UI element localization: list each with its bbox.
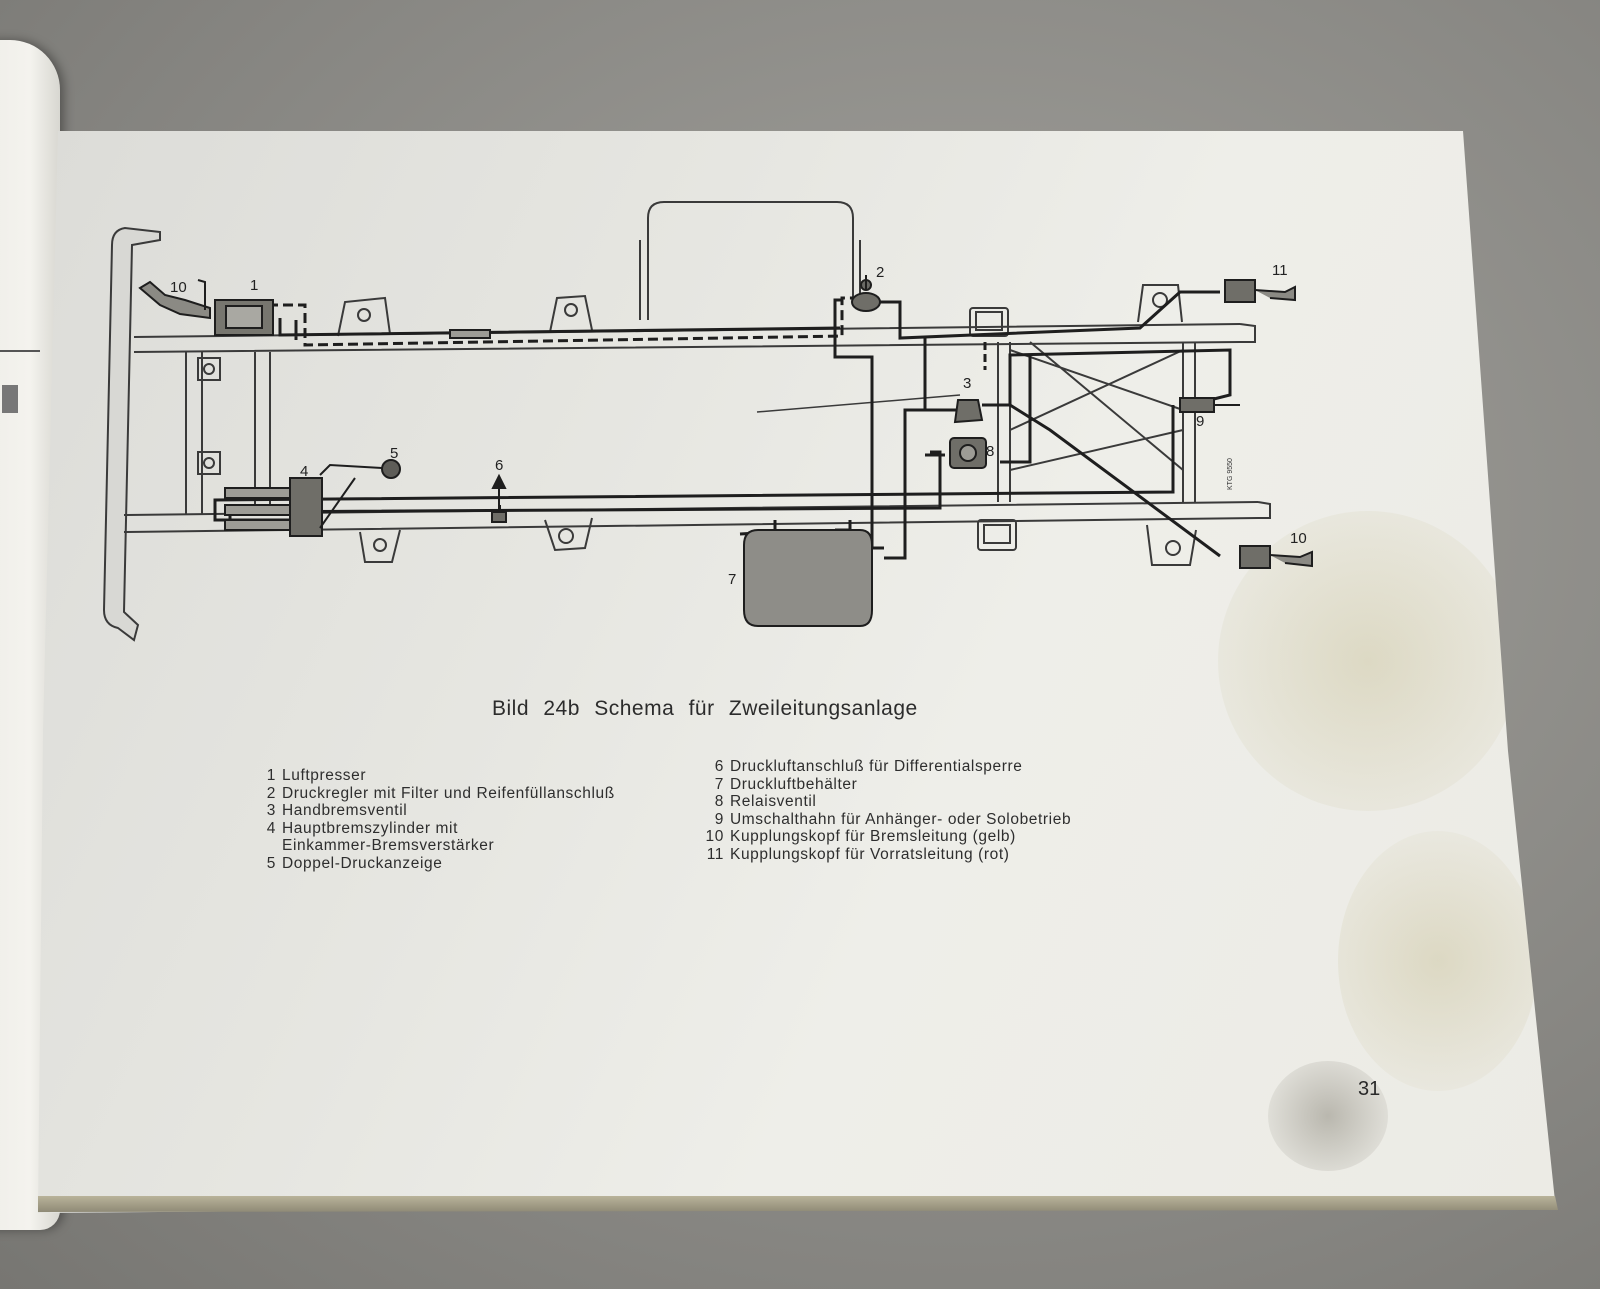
master-cylinder-4 — [289, 477, 323, 537]
air-line-regulator-tank — [833, 298, 884, 550]
callout-5: 5 — [390, 445, 398, 462]
hand-brake-valve-3 — [953, 399, 984, 424]
cross-member-rear — [997, 342, 1196, 502]
callout-9: 9 — [1196, 413, 1204, 430]
callout-7: 7 — [728, 571, 736, 588]
coupling-head-11 — [1224, 279, 1256, 303]
air-line-compressor-regulator — [268, 296, 856, 347]
spring-hanger — [337, 296, 391, 337]
page-edge — [38, 1196, 1558, 1212]
callout-10-left: 10 — [170, 279, 187, 296]
callout-3: 3 — [963, 375, 971, 392]
callout-4: 4 — [300, 463, 308, 480]
cab-outline — [647, 201, 854, 320]
coupling-head-right — [1239, 545, 1271, 569]
callout-2: 2 — [876, 264, 884, 281]
connector-6 — [491, 511, 507, 523]
cross-member-front — [185, 352, 271, 515]
callout-10-right: 10 — [1290, 530, 1307, 547]
pressure-gauge-5 — [381, 459, 401, 479]
pressure-regulator-2 — [851, 292, 881, 312]
air-tank-7 — [743, 529, 873, 627]
front-bumper — [102, 226, 161, 642]
legend-item: Einkammer-Bremsverstärker — [282, 837, 495, 854]
callout-11: 11 — [1272, 262, 1288, 279]
switch-valve-9 — [1179, 397, 1215, 413]
callout-8: 8 — [986, 443, 994, 460]
coupling-head-left — [138, 280, 211, 320]
page-number: 31 — [1358, 1078, 1381, 1100]
drawing-code: KTG 9550 — [1227, 458, 1234, 490]
callout-6: 6 — [495, 457, 503, 474]
callout-1: 1 — [250, 277, 258, 294]
figure-title: Bild 24b Schema für Zweileitungsanlage — [492, 697, 918, 720]
